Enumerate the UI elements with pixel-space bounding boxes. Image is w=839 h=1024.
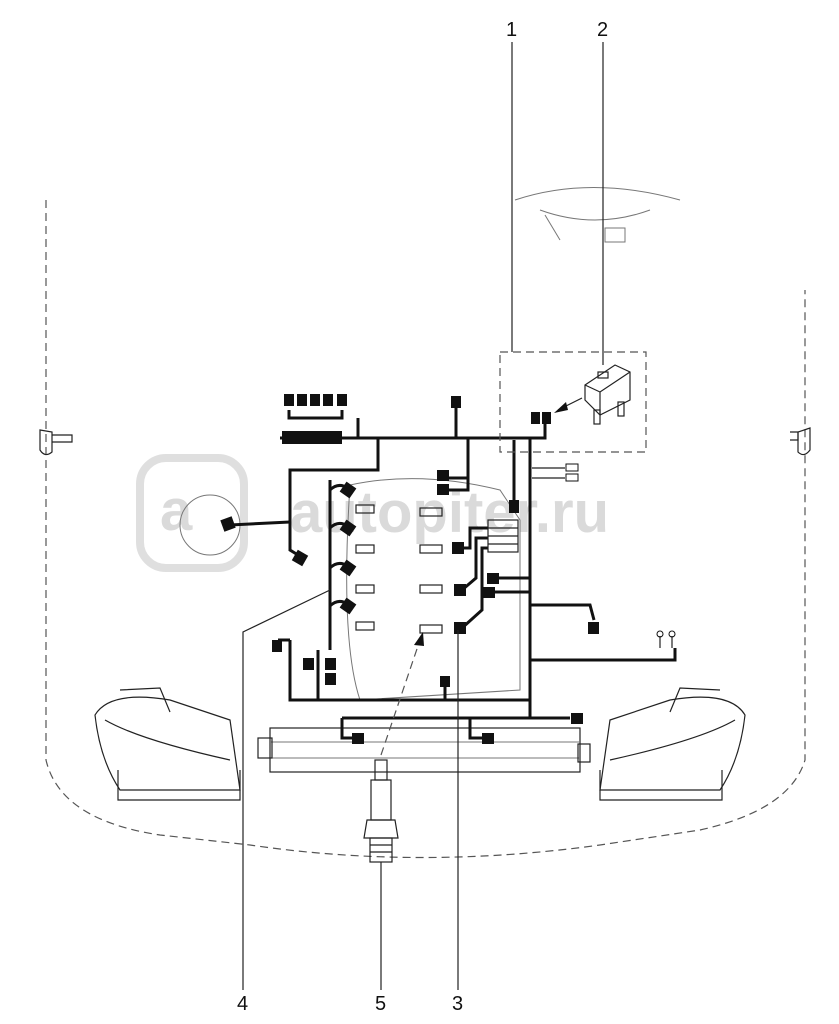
steering-wheel-outline [514,187,681,201]
injector-row-right [419,507,443,634]
watermark-logo-glyph: a [160,478,193,543]
left-mirror-icon [39,429,53,456]
right-headlamp [599,687,746,801]
callout-5: 5 [375,993,386,1015]
callout-3: 3 [452,993,463,1015]
radiator [257,727,591,773]
spark-plug-icon [363,632,424,870]
callout-4: 4 [237,993,248,1015]
watermark-logo-icon [136,454,248,572]
injector-row-left [355,504,375,631]
car-body-outline [39,187,811,859]
leader-lines [242,42,604,990]
left-headlamp [94,687,241,801]
right-mirror-icon [797,427,811,456]
wiring-harness [220,394,677,744]
fuse-icon [584,364,631,425]
callout-1: 1 [506,19,517,41]
fuse-box-detail [499,351,647,453]
callout-2: 2 [597,19,608,41]
